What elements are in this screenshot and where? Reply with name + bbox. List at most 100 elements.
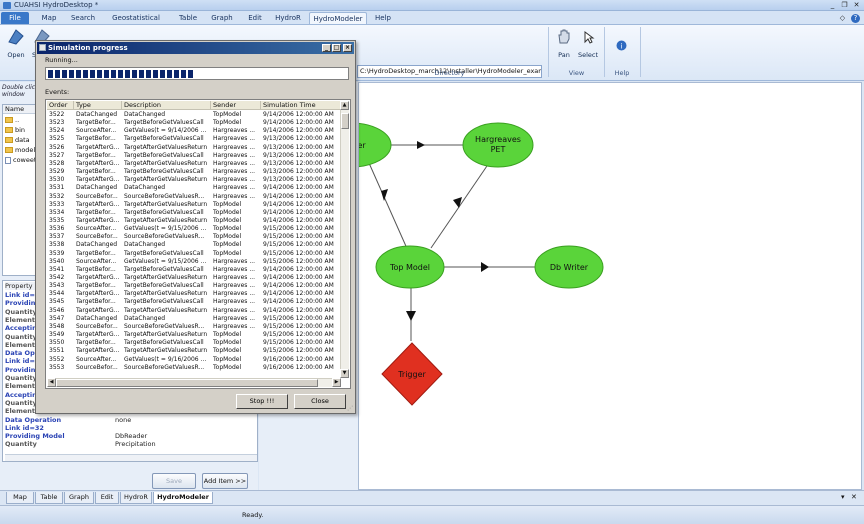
- col-sender[interactable]: Sender: [211, 101, 261, 110]
- dialog-close-button[interactable]: ×: [343, 44, 352, 52]
- restore-button[interactable]: ❐: [841, 1, 848, 9]
- property-name[interactable]: Quantity: [5, 398, 37, 407]
- tab-map[interactable]: Map: [41, 14, 57, 22]
- property-name[interactable]: Quantity: [5, 307, 37, 316]
- property-name[interactable]: Link id=2: [5, 291, 40, 299]
- property-name[interactable]: Quantity: [5, 440, 37, 449]
- directory-field[interactable]: C:\HydroDesktop_march12\Installer\HydroM…: [357, 65, 542, 78]
- model-canvas[interactable]: der Hargreaves PET Top Model Db Writer T…: [310, 82, 862, 490]
- select-arrow-icon[interactable]: [583, 31, 595, 45]
- tree-item-data[interactable]: data: [5, 136, 30, 145]
- select-button-label[interactable]: Select: [577, 51, 599, 59]
- scroll-down-icon[interactable]: ▼: [340, 369, 349, 378]
- tab-file[interactable]: File: [1, 12, 29, 24]
- property-name[interactable]: Providing Model: [5, 432, 65, 441]
- events-hscrollbar[interactable]: ◀ ▶: [47, 378, 341, 387]
- stop-button[interactable]: Stop !!!: [236, 394, 288, 409]
- tab-table[interactable]: Table: [178, 14, 198, 22]
- events-vscrollbar[interactable]: ▲ ▼: [340, 101, 349, 378]
- link-reader-topmodel[interactable]: [368, 162, 410, 254]
- property-name[interactable]: Element S: [5, 382, 42, 391]
- bottom-tab-edit[interactable]: Edit: [95, 492, 119, 504]
- tree-item-bin[interactable]: bin: [5, 126, 25, 135]
- dialog-title-bar[interactable]: Simulation progress _ □ ×: [37, 42, 354, 54]
- property-name[interactable]: Element S: [5, 407, 42, 416]
- tab-geostatistical-tool[interactable]: Geostatistical Tool: [112, 14, 160, 34]
- scroll-right-icon[interactable]: ▶: [332, 378, 341, 387]
- property-name[interactable]: Data Ope: [5, 349, 40, 358]
- events-table[interactable]: Order Type Description Sender Simulation…: [45, 99, 351, 389]
- property-name[interactable]: Quantity: [5, 332, 37, 341]
- bottom-tab-hydromodeler[interactable]: HydroModeler: [153, 492, 213, 504]
- tab-help[interactable]: Help: [375, 14, 391, 22]
- collapse-ribbon-icon[interactable]: ◇: [839, 14, 846, 22]
- scroll-thumb[interactable]: [341, 113, 349, 129]
- bottom-tab-map[interactable]: Map: [6, 492, 34, 504]
- property-value[interactable]: Precipitation: [115, 440, 156, 449]
- pan-hand-icon[interactable]: [555, 27, 573, 45]
- about-icon[interactable]: i: [616, 40, 627, 51]
- property-name[interactable]: Accepting: [5, 324, 42, 333]
- tab-search[interactable]: Search: [70, 14, 96, 22]
- tab-hydror[interactable]: HydroR: [275, 14, 301, 22]
- tree-column-name[interactable]: Name: [3, 105, 46, 114]
- bottom-tab-graph[interactable]: Graph: [64, 492, 94, 504]
- close-dialog-button[interactable]: Close: [294, 394, 346, 409]
- bottom-tab-table[interactable]: Table: [35, 492, 63, 504]
- link-hargreaves-topmodel[interactable]: [430, 162, 490, 249]
- bottom-close-icon[interactable]: ✕: [851, 493, 857, 501]
- property-value[interactable]: none: [115, 415, 132, 424]
- dialog-minimize-button[interactable]: _: [322, 44, 331, 52]
- property-hscrollbar[interactable]: [5, 454, 257, 461]
- node-db-reader[interactable]: der: [310, 122, 392, 168]
- tab-graph[interactable]: Graph: [211, 14, 233, 22]
- tree-item-up[interactable]: ..: [5, 116, 19, 125]
- property-name[interactable]: Element S: [5, 315, 42, 324]
- property-name[interactable]: Link id=2: [5, 357, 40, 366]
- node-trigger[interactable]: Trigger: [381, 342, 443, 406]
- property-name[interactable]: Quantity: [5, 374, 37, 382]
- hscroll-thumb[interactable]: [56, 379, 318, 387]
- dialog-maximize-button[interactable]: □: [332, 44, 341, 52]
- property-name[interactable]: Data Operation: [5, 415, 62, 424]
- resize-grip-icon[interactable]: ⋰: [347, 405, 353, 412]
- col-description[interactable]: Description: [122, 101, 211, 110]
- tree-item-models[interactable]: models: [5, 146, 39, 155]
- property-name[interactable]: Element S: [5, 340, 42, 349]
- scroll-up-icon[interactable]: ▲: [340, 101, 349, 110]
- property-name[interactable]: Providing: [5, 299, 41, 308]
- minimize-button[interactable]: _: [830, 1, 835, 9]
- scroll-left-icon[interactable]: ◀: [47, 378, 56, 387]
- node-hargreaves-pet[interactable]: Hargreaves PET: [462, 122, 534, 168]
- bottom-pin-icon[interactable]: ▾: [841, 493, 845, 501]
- open-button-label[interactable]: Open: [7, 51, 25, 59]
- property-name[interactable]: Link id=32: [5, 423, 44, 432]
- save-button[interactable]: Save: [152, 473, 196, 489]
